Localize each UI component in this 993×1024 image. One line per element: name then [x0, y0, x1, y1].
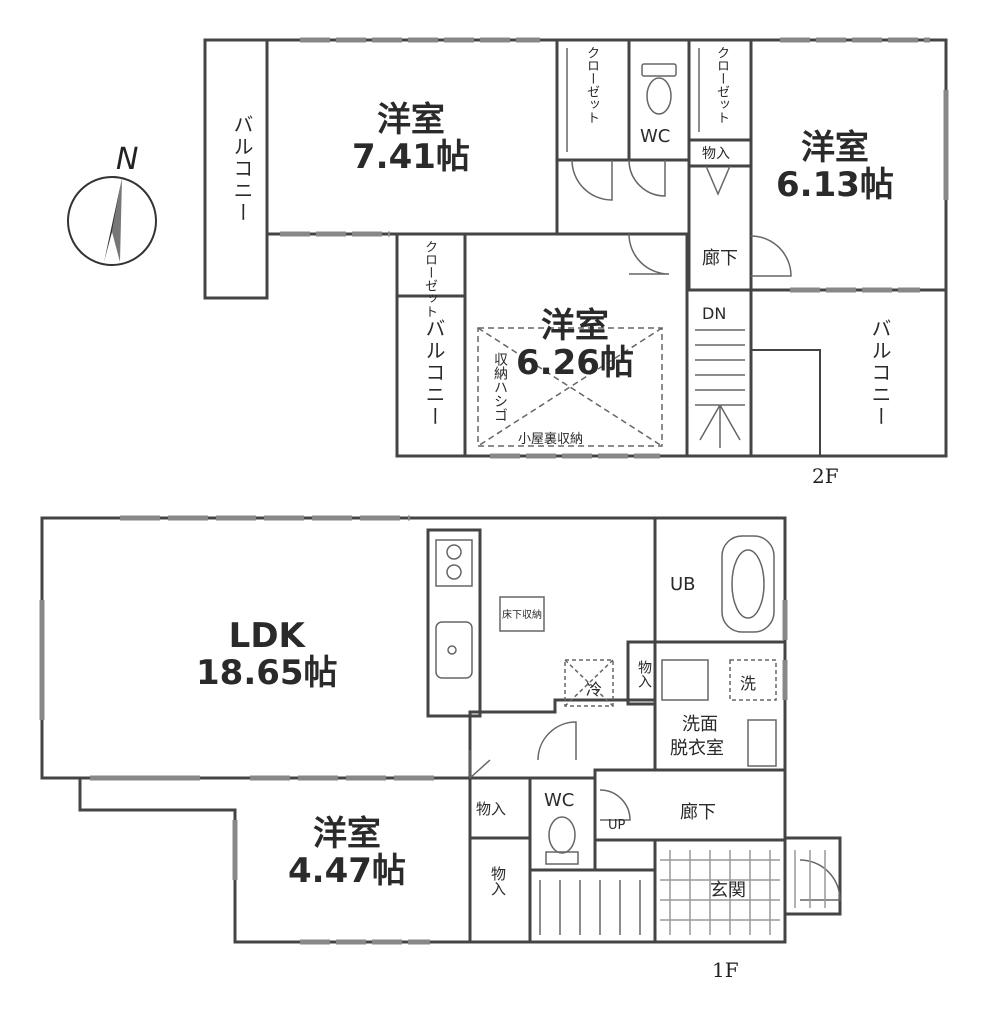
room-size: 6.13帖	[776, 164, 894, 205]
washroom-label-2: 脱衣室	[670, 738, 724, 759]
attic-storage-label: 小屋裏収納	[518, 432, 584, 447]
storage-ladder-label: 収納ハシゴ	[492, 352, 508, 422]
room-label-bed3: 洋室 6.26帖	[516, 308, 634, 381]
wc-label-1f: WC	[544, 790, 575, 811]
storage-1f-a	[626, 640, 657, 706]
bedroom-4-47	[78, 778, 472, 944]
stair-1f	[528, 868, 657, 944]
storage-label-1f-a: 物入	[636, 660, 652, 688]
room-size: 4.47帖	[288, 850, 406, 891]
entrance-label: 玄関	[710, 880, 746, 901]
compass-north-label: N	[116, 142, 139, 177]
closet-label-a: クローゼット	[584, 46, 599, 124]
room-label-bed4: 洋室 4.47帖	[288, 816, 406, 889]
floor-label-1f: 1F	[712, 958, 739, 982]
compass-icon	[67, 176, 157, 266]
room-label-bed2: 洋室 6.13帖	[776, 130, 894, 203]
washroom-label-1: 洗面	[682, 714, 718, 735]
hall-label-1f: 廊下	[680, 802, 716, 823]
balcony-2f-right	[749, 288, 948, 458]
hallway-2f	[687, 164, 753, 292]
closet-label-b: クローゼット	[714, 46, 729, 124]
stair-down-label: DN	[702, 304, 727, 323]
room-name: 洋室	[376, 100, 445, 140]
floor-storage-label: 床下収納	[502, 610, 542, 621]
room-label-bed1: 洋室 7.41帖	[352, 102, 470, 175]
balcony-2f-mid	[395, 294, 467, 458]
washer-label: 洗	[740, 674, 757, 693]
stair-up-label: UP	[608, 818, 626, 833]
closet-label-c: クローゼット	[422, 240, 437, 318]
room-name: 洋室	[312, 814, 381, 854]
balcony-label-right: バルコニー	[868, 318, 892, 428]
fridge-label: 冷	[586, 680, 603, 699]
room-name: LDK	[228, 616, 305, 656]
porch	[783, 836, 842, 916]
storage-label-2f: 物入	[702, 146, 730, 162]
floor-label-2f: 2F	[812, 464, 839, 488]
room-name: 洋室	[800, 128, 869, 168]
hall-label-2f: 廊下	[702, 248, 738, 269]
storage-label-1f-c: 物入	[489, 866, 507, 896]
room-size: 18.65帖	[196, 652, 338, 693]
unit-bath-label: UB	[670, 574, 696, 595]
wc-label-2f: WC	[640, 126, 671, 147]
ldk-room	[40, 516, 657, 780]
balcony-label-mid: バルコニー	[422, 318, 446, 428]
room-size: 6.26帖	[516, 342, 634, 383]
room-name: 洋室	[540, 306, 609, 346]
storage-label-1f-b: 物入	[476, 800, 507, 818]
room-size: 7.41帖	[352, 136, 470, 177]
room-label-ldk: LDK 18.65帖	[196, 618, 338, 691]
kitchen-counter	[426, 528, 482, 718]
balcony-label-left: バルコニー	[230, 114, 254, 224]
